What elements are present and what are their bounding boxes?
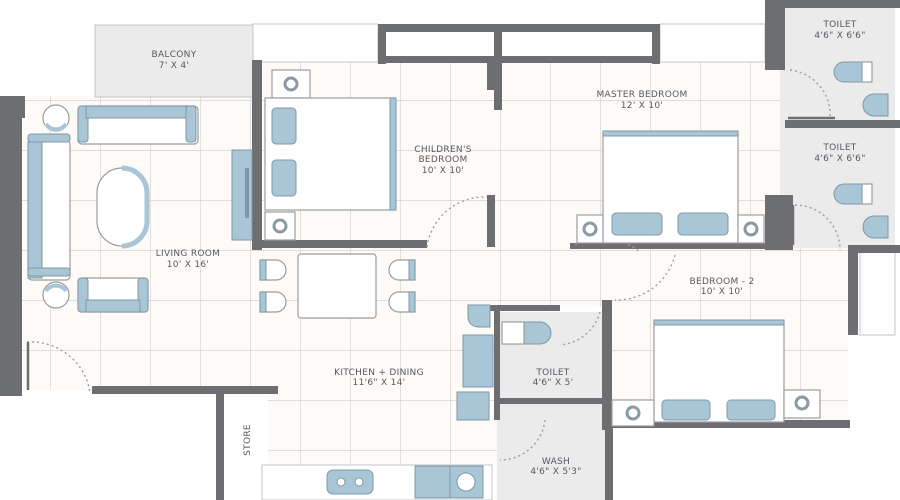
room-size: 4'6" X 5'	[533, 378, 574, 388]
window	[252, 23, 379, 63]
nightstand	[576, 214, 604, 244]
room-size: 4'6" X 6'6"	[814, 31, 865, 41]
wc	[833, 183, 863, 205]
nightstand	[271, 69, 311, 99]
nightstand	[264, 211, 296, 241]
wash-basin	[467, 304, 491, 328]
dining-set	[259, 253, 416, 319]
store-floor	[228, 392, 268, 500]
room-size: 4'6" X 5'3"	[530, 467, 581, 477]
door-swing	[559, 311, 601, 346]
kitchen-fixtures	[326, 304, 494, 499]
window	[859, 249, 896, 336]
room-size: 10' X 16'	[167, 260, 209, 270]
door-swing	[794, 204, 841, 251]
room-size: 12' X 10'	[621, 101, 663, 111]
room-label: KITCHEN + DINING	[334, 368, 424, 378]
door-swing	[614, 254, 676, 301]
washing-machine	[456, 391, 490, 421]
kitchen-floor	[258, 300, 498, 465]
room-size: 4'6" X 6'6"	[814, 154, 865, 164]
room-label: TOILET	[535, 368, 569, 378]
nightstand	[611, 399, 655, 427]
room-label: BALCONY	[151, 50, 196, 60]
room-label: BEDROOM	[418, 155, 467, 165]
basin	[862, 93, 889, 117]
fridge	[462, 334, 494, 388]
room-label: LIVING ROOM	[156, 249, 221, 259]
room-label: WASH	[542, 457, 570, 467]
living-room-furniture	[27, 104, 253, 313]
toilet-fixtures	[501, 61, 889, 345]
room-label: STORE	[243, 424, 253, 456]
room-label: BEDROOM - 2	[690, 277, 755, 287]
room-label: CHILDREN'S	[414, 145, 472, 155]
window	[659, 23, 766, 63]
bedroom2-furniture	[611, 319, 821, 427]
balcony-floor	[94, 24, 254, 98]
hob	[326, 469, 374, 495]
room-size: 10' X 10'	[701, 287, 743, 297]
doors	[26, 69, 841, 461]
children-bedroom-furniture	[264, 69, 397, 241]
room-labels: BALCONY 7' X 4' LIVING ROOM 10' X 16' CH…	[151, 20, 865, 477]
basin	[862, 215, 889, 239]
nightstand	[737, 214, 765, 244]
master-bedroom-furniture	[576, 130, 765, 244]
dining-table	[297, 253, 377, 319]
room-size: 11'6" X 14'	[353, 378, 406, 388]
wc	[523, 321, 552, 345]
door-swing	[789, 69, 831, 119]
room-label: TOILET	[822, 20, 856, 30]
coffee-table	[96, 167, 148, 247]
door-swing	[26, 341, 91, 393]
door-swing	[426, 196, 488, 248]
wc	[833, 61, 863, 83]
room-label: MASTER BEDROOM	[596, 90, 687, 100]
room-size: 7' X 4'	[159, 61, 189, 71]
nightstand	[783, 389, 821, 419]
sink-drainboard	[414, 465, 451, 499]
room-size: 10' X 10'	[422, 166, 464, 176]
room-label: TOILET	[822, 143, 856, 153]
door-swing	[574, 237, 641, 253]
